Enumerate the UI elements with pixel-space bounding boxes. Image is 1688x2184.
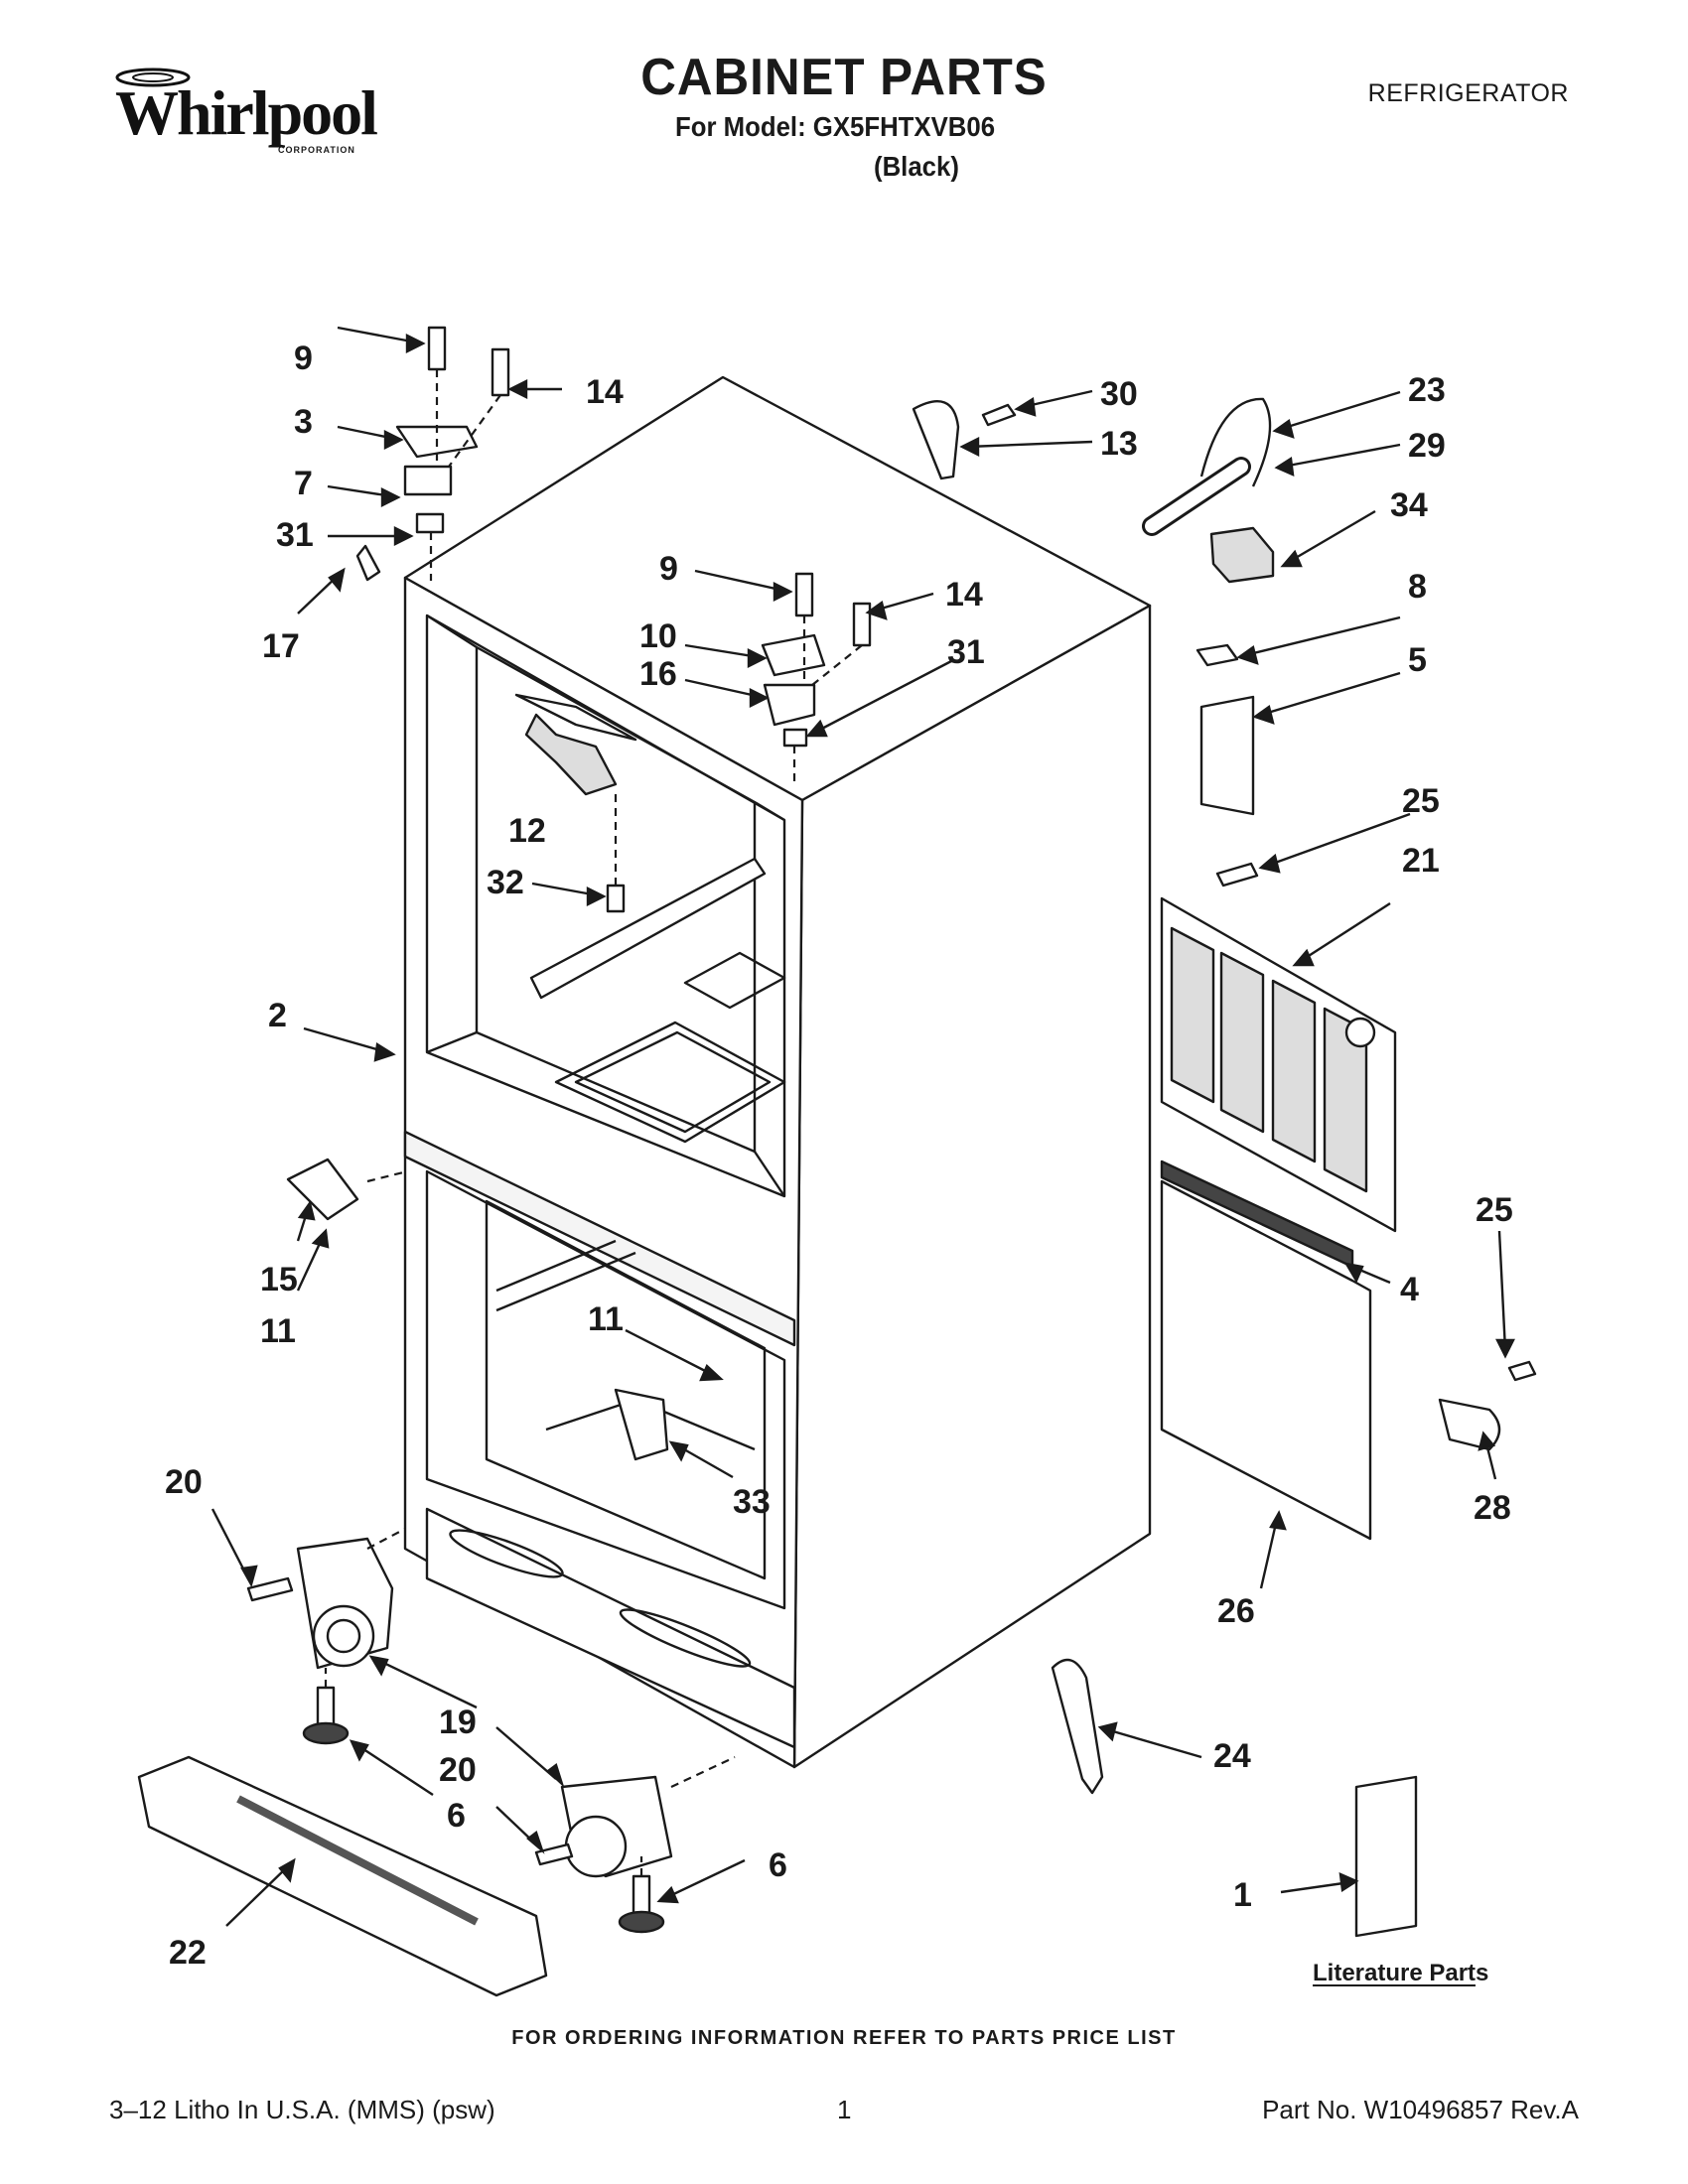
- variant-line: (Black): [874, 151, 959, 182]
- page-title-wrap: CABINET PARTS: [0, 52, 1688, 103]
- callout-14: 14: [586, 373, 624, 411]
- callout-21: 21: [1402, 842, 1440, 880]
- callout-2: 2: [268, 997, 287, 1034]
- callout-29: 29: [1408, 427, 1446, 465]
- page-title: CABINET PARTS: [640, 49, 1048, 106]
- callout-25b: 25: [1476, 1191, 1513, 1229]
- callout-31: 31: [276, 516, 314, 554]
- callout-9b: 9: [659, 550, 678, 588]
- cabinet-side-face: [792, 604, 1152, 1769]
- callout-8: 8: [1408, 568, 1427, 606]
- page-number: 1: [837, 2095, 852, 2124]
- callout-14b: 14: [945, 576, 983, 614]
- callout-22: 22: [169, 1934, 207, 1972]
- lower-compartment: [425, 1169, 786, 1610]
- callout-20b: 20: [439, 1751, 477, 1789]
- part-5: [1199, 695, 1255, 816]
- part-13: [912, 400, 960, 480]
- model-line: For Model: GX5FHTXVB06: [675, 111, 996, 142]
- callout-30: 30: [1100, 375, 1138, 413]
- callout-19: 19: [439, 1704, 477, 1741]
- literature-parts-label: Literature Parts: [1313, 1960, 1488, 1986]
- category-label: REFRIGERATOR: [1367, 79, 1569, 107]
- part-22-toe-grille: [137, 1755, 548, 1997]
- callout-24: 24: [1213, 1737, 1251, 1775]
- callout-32: 32: [487, 864, 524, 901]
- part-15: [286, 1158, 359, 1221]
- whirlpool-logo: Whirlpool CORPORATION: [111, 64, 378, 159]
- callout-25: 25: [1402, 782, 1440, 820]
- callout-34: 34: [1390, 486, 1428, 524]
- callout-7: 7: [294, 465, 313, 502]
- part-12: [524, 713, 618, 796]
- callout-6b: 6: [769, 1846, 787, 1884]
- part-26: [1160, 1179, 1372, 1541]
- callout-12: 12: [508, 812, 546, 850]
- callout-17: 17: [262, 627, 300, 665]
- callout-26: 26: [1217, 1592, 1255, 1630]
- ordering-note: FOR ORDERING INFORMATION REFER TO PARTS …: [511, 2027, 1177, 2049]
- callout-20: 20: [165, 1463, 203, 1501]
- part-34: [1209, 526, 1275, 584]
- part-24: [1051, 1658, 1104, 1795]
- callout-3: 3: [294, 403, 313, 441]
- callout-11: 11: [260, 1312, 296, 1350]
- callout-4: 4: [1400, 1271, 1419, 1308]
- callout-5: 5: [1408, 641, 1427, 679]
- callout-9: 9: [294, 340, 313, 377]
- brand-name: Whirlpool: [115, 77, 378, 148]
- callout-10: 10: [639, 617, 677, 655]
- brand-sub: CORPORATION: [278, 145, 355, 155]
- callout-33: 33: [733, 1483, 771, 1521]
- callout-31b: 31: [947, 633, 985, 671]
- callout-1: 1: [1233, 1876, 1252, 1914]
- logo-swirl-icon: [115, 68, 191, 87]
- callout-23: 23: [1408, 371, 1446, 409]
- callout-28: 28: [1474, 1489, 1511, 1527]
- callout-15: 15: [260, 1261, 298, 1298]
- callout-6: 6: [447, 1797, 466, 1835]
- litho-note: 3–12 Litho In U.S.A. (MMS) (psw): [109, 2095, 495, 2124]
- callout-11b: 11: [588, 1300, 624, 1338]
- callout-16: 16: [639, 655, 677, 693]
- part-1-booklet: [1354, 1775, 1418, 1938]
- part-number: Part No. W10496857 Rev.A: [1262, 2095, 1579, 2124]
- callout-labels: 9 14 3 7 31 17 30 13 23 29 34 9 14 10 16…: [165, 340, 1513, 1986]
- part-33: [614, 1388, 669, 1461]
- center-mullion: [403, 1130, 796, 1347]
- callout-13: 13: [1100, 425, 1138, 463]
